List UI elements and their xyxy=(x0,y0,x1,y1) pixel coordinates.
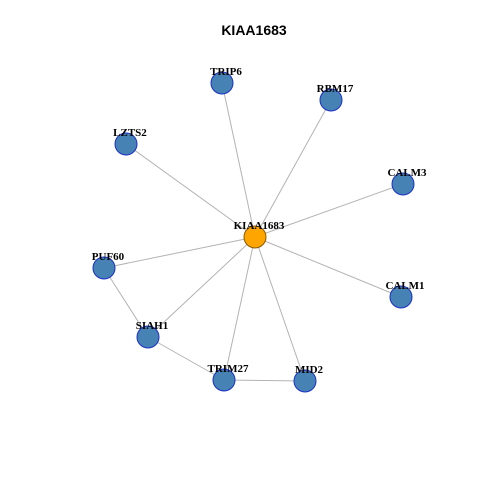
node-circle-rbm17 xyxy=(319,88,343,112)
node-kiaa1683: KIAA1683 xyxy=(234,220,285,249)
node-label-calm1: CALM1 xyxy=(385,280,424,292)
node-circle-puf60 xyxy=(92,256,116,280)
node-label-trip6: TRIP6 xyxy=(210,66,242,78)
node-circle-calm3 xyxy=(391,172,415,196)
graph-title: KIAA1683 xyxy=(221,22,287,38)
node-circle-calm1 xyxy=(389,285,413,309)
nodes-layer: KIAA1683 TRIP6RBM17LZTS2CALM3PUF60CALM1SI… xyxy=(92,66,427,393)
node-label-trim27: TRIM27 xyxy=(208,363,249,375)
node-lzts2: LZTS2 xyxy=(113,127,147,156)
edges-layer xyxy=(103,82,404,382)
edge-kiaa1683-rbm17 xyxy=(254,99,332,238)
node-circle-mid2 xyxy=(293,369,317,393)
node-label-kiaa1683: KIAA1683 xyxy=(234,220,285,232)
edge-kiaa1683-puf60 xyxy=(103,236,256,269)
edge-puf60-siah1 xyxy=(103,267,149,338)
node-trim27: TRIM27 xyxy=(208,363,249,392)
node-label-rbm17: RBM17 xyxy=(317,83,354,95)
node-mid2: MID2 xyxy=(293,364,324,393)
node-rbm17: RBM17 xyxy=(317,83,354,112)
edge-trim27-mid2 xyxy=(223,379,306,382)
node-circle-trip6 xyxy=(210,71,234,95)
node-puf60: PUF60 xyxy=(92,251,125,280)
node-siah1: SIAH1 xyxy=(136,320,168,349)
edge-kiaa1683-calm1 xyxy=(254,236,402,298)
edge-kiaa1683-lzts2 xyxy=(125,143,256,238)
node-calm1: CALM1 xyxy=(385,280,425,309)
node-calm3: CALM3 xyxy=(387,167,427,196)
edge-siah1-trim27 xyxy=(147,336,225,381)
node-label-puf60: PUF60 xyxy=(92,251,125,263)
edge-kiaa1683-calm3 xyxy=(254,183,404,238)
node-label-mid2: MID2 xyxy=(295,364,324,376)
node-circle-trim27 xyxy=(212,368,236,392)
node-circle-kiaa1683 xyxy=(243,225,267,249)
edge-kiaa1683-trip6 xyxy=(221,82,256,238)
node-label-calm3: CALM3 xyxy=(387,167,427,179)
node-label-lzts2: LZTS2 xyxy=(113,127,147,139)
edge-kiaa1683-mid2 xyxy=(254,236,306,382)
node-trip6: TRIP6 xyxy=(210,66,242,95)
node-circle-lzts2 xyxy=(114,132,138,156)
node-label-siah1: SIAH1 xyxy=(136,320,168,332)
node-circle-siah1 xyxy=(136,325,160,349)
edge-kiaa1683-trim27 xyxy=(223,236,256,381)
edge-kiaa1683-siah1 xyxy=(147,236,256,338)
